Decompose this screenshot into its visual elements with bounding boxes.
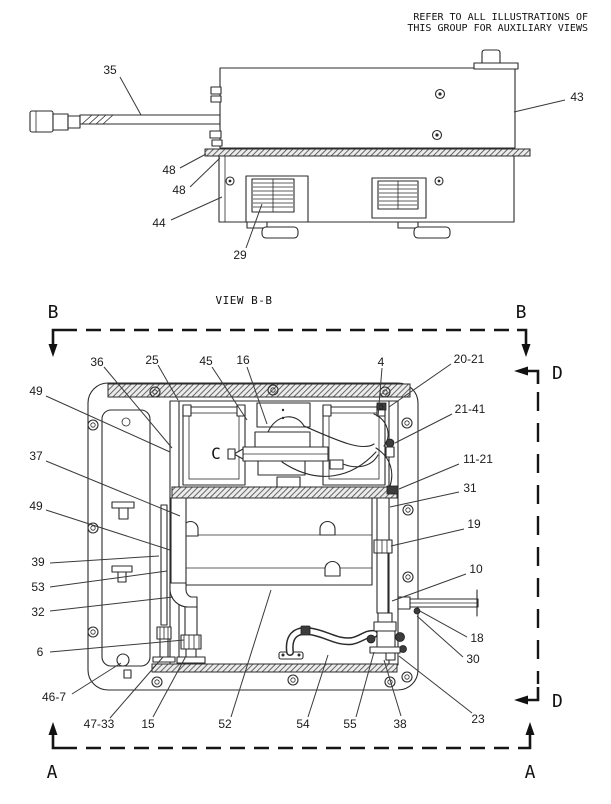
callout-18: 18 — [470, 631, 484, 645]
blower-right — [322, 404, 386, 486]
callout-23: 23 — [471, 712, 485, 726]
marker-d-top: D — [552, 363, 563, 384]
callout-29: 29 — [233, 248, 247, 262]
callout-35: 35 — [103, 63, 117, 77]
blower-left — [182, 404, 246, 486]
callout-44: 44 — [152, 216, 166, 230]
main-housing — [209, 49, 519, 149]
header-line-2: THIS GROUP FOR AUXILIARY VIEWS — [407, 23, 588, 34]
left-pipes — [152, 497, 206, 664]
face-screw — [431, 129, 443, 141]
face-screw — [434, 88, 446, 100]
callout-45: 45 — [199, 354, 213, 368]
face-screw — [225, 176, 235, 186]
marker-b-right: B — [516, 302, 527, 323]
callout-31: 31 — [463, 481, 477, 495]
top-view: 35 43 48 48 44 29 — [29, 49, 584, 262]
callout-54: 54 — [296, 717, 310, 731]
face-screw — [434, 176, 444, 186]
wiring-harness — [267, 402, 399, 495]
access-door — [101, 409, 151, 679]
callout-49a: 49 — [29, 384, 43, 398]
callout-43: 43 — [570, 90, 584, 104]
louver-vent-left — [245, 175, 309, 223]
actuator-valve: C — [211, 402, 329, 488]
view-title: VIEW B-B — [216, 294, 273, 307]
right-pipe-valve — [366, 497, 407, 661]
callout-30: 30 — [466, 652, 480, 666]
callout-32: 32 — [31, 605, 45, 619]
marker-c: C — [211, 444, 221, 463]
top-view-leaders — [119, 76, 566, 249]
callout-37: 37 — [29, 449, 43, 463]
callout-53: 53 — [31, 580, 45, 594]
section-line-a: A A — [47, 722, 536, 783]
section-line-d: D D — [514, 363, 563, 712]
drain-hose — [278, 625, 378, 660]
callout-4: 4 — [378, 355, 385, 369]
heater-core — [175, 497, 373, 586]
section-line-b: B B — [48, 302, 531, 357]
harness-fitting-low — [386, 485, 399, 495]
callout-48b: 48 — [172, 183, 186, 197]
callout-19: 19 — [467, 517, 481, 531]
top-view-callouts: 35 43 48 48 44 29 — [103, 63, 584, 262]
header-note: REFER TO ALL ILLUSTRATIONS OF THIS GROUP… — [407, 12, 588, 34]
callout-16: 16 — [236, 353, 250, 367]
callout-36: 36 — [90, 355, 104, 369]
callout-10: 10 — [469, 562, 483, 576]
mounting-rail — [204, 148, 531, 157]
callout-48a: 48 — [162, 163, 176, 177]
marker-a-right: A — [525, 762, 536, 783]
callout-25: 25 — [145, 353, 159, 367]
leader-lines — [45, 363, 473, 719]
callout-38: 38 — [393, 717, 407, 731]
marker-d-bottom: D — [552, 691, 563, 712]
callout-47-33: 47-33 — [84, 717, 115, 731]
callout-labels: 36 25 45 16 4 20-21 21-41 11-21 31 19 10… — [29, 352, 493, 731]
marker-a-left: A — [47, 762, 58, 783]
sensor-tube — [29, 110, 221, 133]
bottom-view: VIEW B-B B B D D A — [29, 294, 563, 783]
callout-49b: 49 — [29, 499, 43, 513]
callout-20-21: 20-21 — [454, 352, 485, 366]
callout-15: 15 — [141, 717, 155, 731]
callout-11-21: 11-21 — [463, 452, 493, 466]
callout-21-41: 21-41 — [455, 402, 486, 416]
lower-housing — [218, 155, 515, 239]
callout-6: 6 — [37, 645, 44, 659]
callout-39: 39 — [31, 555, 45, 569]
callout-46-7: 46-7 — [42, 690, 66, 704]
probe-rod — [397, 589, 479, 617]
harness-fitting-mid — [385, 438, 395, 458]
callout-55: 55 — [343, 717, 357, 731]
marker-b-left: B — [48, 302, 59, 323]
top-plug — [481, 49, 501, 64]
louver-vent-right — [371, 177, 427, 219]
header-line-1: REFER TO ALL ILLUSTRATIONS OF — [413, 12, 588, 23]
callout-52: 52 — [218, 717, 232, 731]
